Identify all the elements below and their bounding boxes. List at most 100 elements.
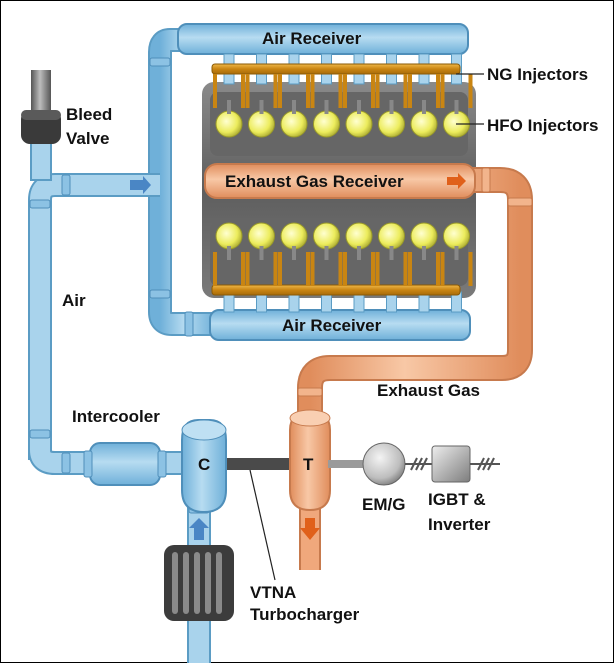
- ng-injector-top: [375, 74, 380, 108]
- label-igbt: IGBT &: [428, 490, 486, 509]
- ng-injector-bottom: [338, 252, 343, 286]
- ng-injector-bottom: [245, 252, 250, 286]
- ng-injector-bottom: [273, 252, 278, 286]
- ng-injector-top: [273, 74, 278, 108]
- cable-em-to-igbt: [405, 457, 432, 471]
- flow-arrow-air-up: [189, 518, 209, 540]
- ng-injector-lines: [213, 74, 473, 286]
- ng-injector-top: [440, 74, 445, 108]
- intercooler-icon: [83, 442, 167, 486]
- compressor-icon: [181, 419, 227, 514]
- hfo-injector-top: [357, 100, 361, 114]
- ng-injector-top: [371, 74, 375, 108]
- ng-injector-top: [403, 74, 408, 108]
- air-filter-icon: [164, 545, 234, 621]
- ng-injector-bottom: [371, 252, 375, 286]
- ng-rail-bottom: [211, 284, 461, 296]
- cylinder-bank-bottom: [215, 222, 470, 260]
- ng-injector-top: [310, 74, 315, 108]
- ng-injector-bottom: [343, 252, 347, 286]
- hfo-injector-top: [324, 100, 329, 114]
- ng-injector-top: [436, 74, 440, 108]
- hfo-cylinder-bottom: [378, 222, 405, 250]
- ng-injector-bottom: [213, 252, 217, 286]
- hfo-cylinder-top: [345, 110, 373, 138]
- flow-arrow-exhaust-down: [300, 518, 320, 540]
- ng-injector-bottom: [436, 252, 440, 286]
- label-em-g: EM/G: [362, 495, 405, 514]
- label-turbine: T: [303, 455, 314, 474]
- hfo-injector-bottom: [227, 246, 231, 260]
- hfo-cylinder-bottom: [345, 222, 373, 250]
- label-turbocharger: Turbocharger: [250, 605, 360, 624]
- hfo-injector-bottom: [292, 246, 296, 260]
- hfo-injector-bottom: [357, 246, 361, 260]
- hfo-injector-bottom: [324, 246, 329, 260]
- exhaust-gas-receiver: [204, 163, 476, 199]
- label-compressor: C: [198, 455, 210, 474]
- cable-igbt-out: [470, 457, 500, 471]
- label-air-receiver-top: Air Receiver: [262, 29, 362, 48]
- ng-injector-bottom: [241, 252, 245, 286]
- hfo-cylinder-top: [378, 110, 405, 138]
- ng-injector-bottom: [468, 252, 473, 286]
- air-receiver-bottom: [209, 309, 471, 341]
- hfo-cylinder-bottom: [313, 222, 340, 250]
- label-exhaust-gas: Exhaust Gas: [377, 381, 480, 400]
- hfo-injector-bottom: [389, 246, 394, 260]
- hfo-injector-top: [292, 100, 296, 114]
- label-bleed: Bleed: [66, 105, 112, 124]
- hfo-injector-bottom: [422, 246, 426, 260]
- ng-injector-bottom: [375, 252, 380, 286]
- hfo-injector-top: [389, 100, 394, 114]
- label-hfo-injectors: HFO Injectors: [487, 116, 598, 135]
- label-exhaust-gas-receiver: Exhaust Gas Receiver: [225, 172, 404, 191]
- hfo-injector-bottom: [259, 246, 264, 260]
- hfo-cylinder-bottom: [215, 222, 243, 250]
- hfo-cylinder-bottom: [248, 222, 275, 250]
- ng-injector-top: [408, 74, 412, 108]
- cylinder-bank-top: [215, 100, 470, 138]
- em-g-icon: [362, 442, 406, 486]
- label-inverter: Inverter: [428, 515, 491, 534]
- label-ng-injectors: NG Injectors: [487, 65, 588, 84]
- hfo-cylinder-top: [215, 110, 243, 138]
- hfo-cylinder-top: [280, 110, 308, 138]
- ng-rail-top: [211, 63, 461, 75]
- turbo-shaft: [215, 458, 295, 470]
- hfo-cylinder-top: [313, 110, 340, 138]
- ng-injector-top: [468, 74, 473, 108]
- leader-lines: [249, 73, 484, 581]
- hfo-injector-top: [422, 100, 426, 114]
- hfo-injector-bottom: [454, 246, 459, 260]
- flow-arrow-exhaust-right: [447, 173, 466, 189]
- ng-injector-top: [278, 74, 282, 108]
- hfo-cylinder-bottom: [410, 222, 438, 250]
- hfo-cylinder-bottom: [443, 222, 470, 250]
- hfo-injector-top: [227, 100, 231, 114]
- exhaust-flanges: [297, 167, 533, 397]
- label-intercooler: Intercooler: [72, 407, 160, 426]
- ng-injector-bottom: [278, 252, 282, 286]
- turbine-icon: [289, 409, 368, 512]
- label-vtna: VTNA: [250, 583, 296, 602]
- ng-injector-top: [343, 74, 347, 108]
- flow-arrow-air-right: [130, 176, 151, 194]
- bleed-valve-icon: [21, 110, 61, 144]
- label-valve: Valve: [66, 129, 110, 148]
- ng-injector-top: [213, 74, 217, 108]
- ng-injector-bottom: [306, 252, 310, 286]
- hfo-cylinder-bottom: [280, 222, 308, 250]
- ng-injector-bottom: [310, 252, 315, 286]
- hfo-injector-top: [259, 100, 264, 114]
- hfo-cylinder-top: [248, 110, 275, 138]
- ng-injector-top: [241, 74, 245, 108]
- hfo-injector-top: [454, 100, 459, 114]
- igbt-inverter-icon: [431, 445, 471, 483]
- label-air: Air: [62, 291, 86, 310]
- ng-injector-bottom: [408, 252, 412, 286]
- hfo-cylinder-top: [410, 110, 438, 138]
- ng-injector-top: [245, 74, 250, 108]
- ng-injector-top: [338, 74, 343, 108]
